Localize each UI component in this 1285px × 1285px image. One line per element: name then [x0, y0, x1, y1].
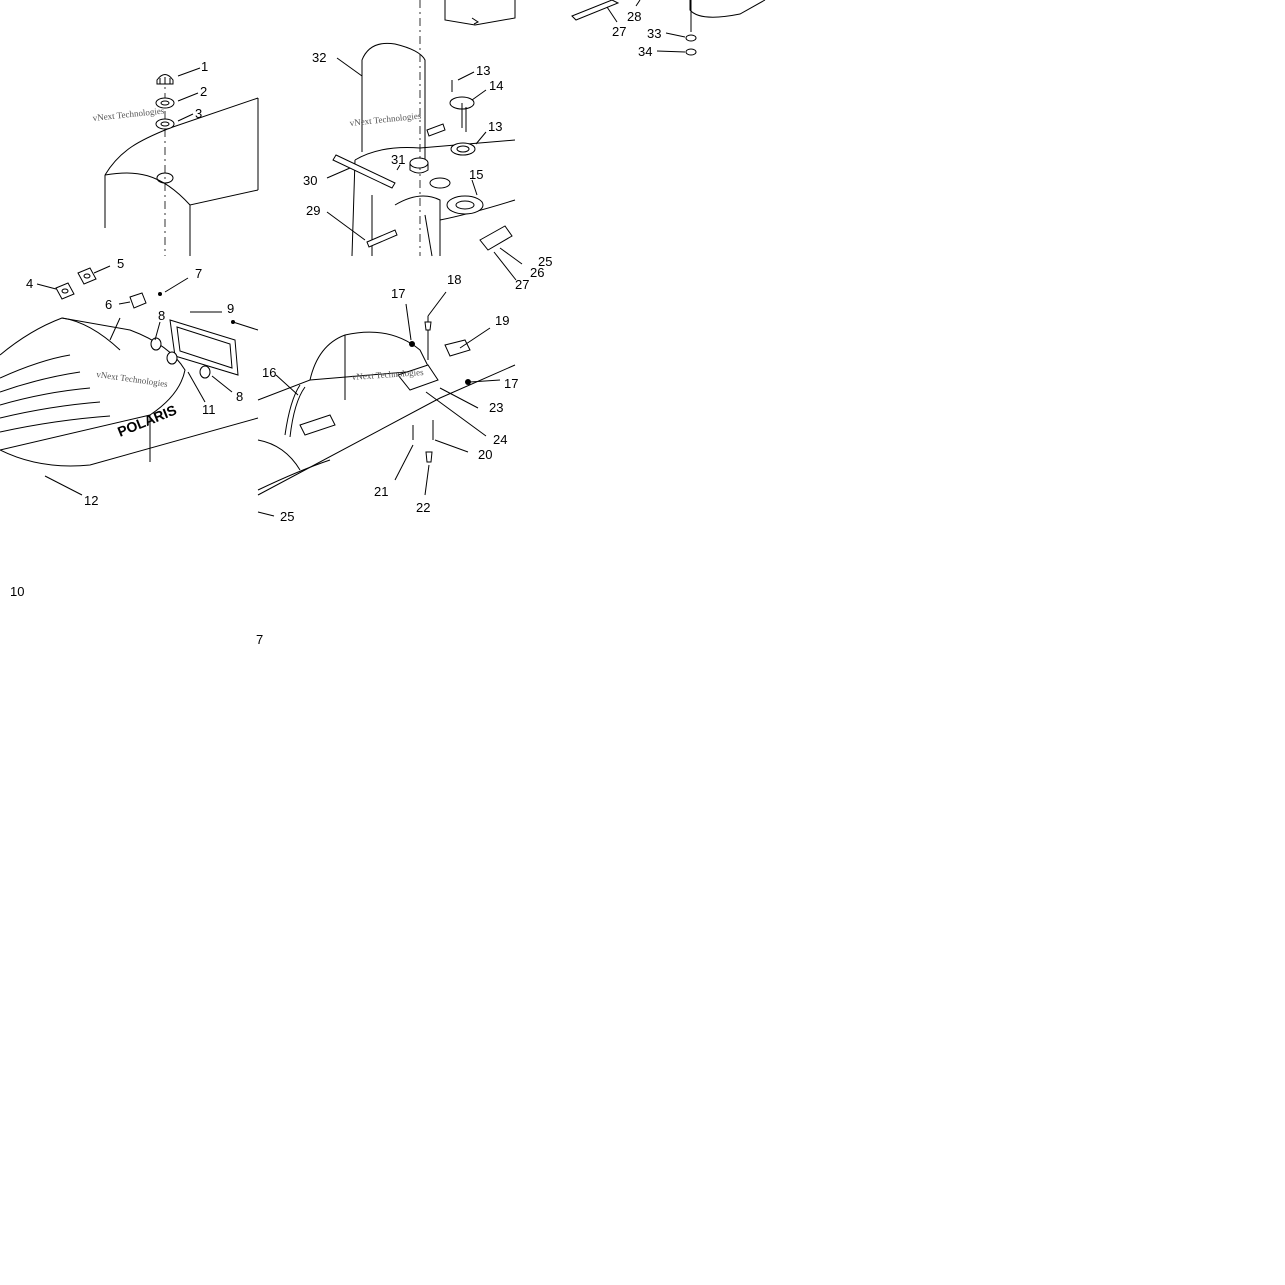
hood-fuel-cap-panel: vNext Technologies: [92, 67, 259, 256]
callout-18: 18: [447, 272, 461, 287]
callout-27: 27: [515, 277, 529, 292]
callout-labels: 1 2 3 4 5 6 7 8 9 8 11 12 13 14 13 15 16…: [10, 9, 661, 647]
callout-31: 31: [391, 152, 405, 167]
callout-29: 29: [306, 203, 320, 218]
callout-5: 5: [117, 256, 124, 271]
tank-mount-panel: vNext Technologies: [257, 291, 516, 517]
callout-21: 21: [374, 484, 388, 499]
watermark-text: vNext Technologies: [349, 110, 422, 128]
callout-4: 4: [26, 276, 33, 291]
seat-panel: POLARIS vNext Technologies: [0, 265, 259, 496]
callout-14: 14: [489, 78, 503, 93]
callout-27b: 27: [612, 24, 626, 39]
callout-33: 33: [647, 26, 661, 41]
callout-15: 15: [469, 167, 483, 182]
callout-17: 17: [391, 286, 405, 301]
callout-24: 24: [493, 432, 507, 447]
callout-3: 3: [195, 106, 202, 121]
callout-30: 30: [303, 173, 317, 188]
tank-fragment-panel: [571, 0, 766, 56]
callout-19: 19: [495, 313, 509, 328]
callout-8: 8: [158, 308, 165, 323]
callout-1: 1: [201, 59, 208, 74]
callout-7b: 7: [256, 632, 263, 647]
callout-7: 7: [195, 266, 202, 281]
callout-25: 25: [538, 254, 552, 269]
callout-22: 22: [416, 500, 430, 515]
callout-28: 28: [627, 9, 641, 24]
callout-26: 26: [530, 265, 544, 280]
callout-25b: 25: [280, 509, 294, 524]
callout-8b: 8: [236, 389, 243, 404]
callout-32: 32: [312, 50, 326, 65]
callout-9: 9: [227, 301, 234, 316]
callout-13: 13: [476, 63, 490, 78]
callout-6: 6: [105, 297, 112, 312]
callout-16: 16: [262, 365, 276, 380]
callout-2: 2: [200, 84, 207, 99]
callout-13b: 13: [488, 119, 502, 134]
callout-11: 11: [202, 402, 216, 417]
watermark-text: vNext Technologies: [92, 105, 165, 123]
watermark-text: vNext Technologies: [96, 369, 169, 389]
callout-12: 12: [84, 493, 98, 508]
callout-34: 34: [638, 44, 652, 59]
callout-17b: 17: [504, 376, 518, 391]
callout-20: 20: [478, 447, 492, 462]
brand-logo: POLARIS: [115, 402, 179, 440]
callout-10: 10: [10, 584, 24, 599]
callout-23: 23: [489, 400, 503, 415]
fuel-tank-panel: vNext Technologies: [326, 0, 523, 281]
